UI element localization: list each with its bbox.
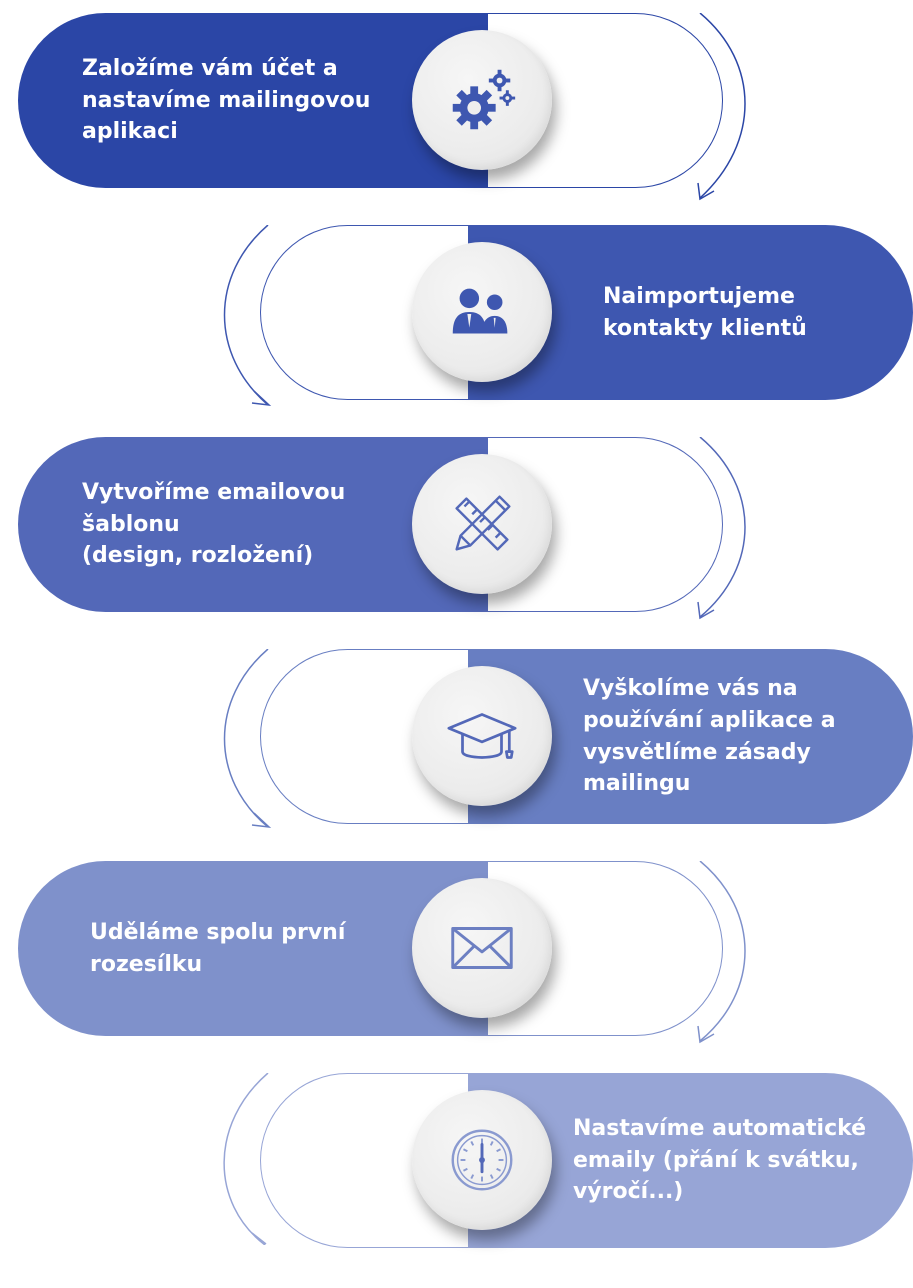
step-5-text: Uděláme spolu první rozesílku [90,919,346,977]
step-3-icon-circle [412,454,552,594]
step-3-text: Vytvoříme emailovou šablonu (design, roz… [82,479,346,569]
step-4-text: Vyškolíme vás na používání aplikace a vy… [583,675,836,797]
step-3-arrow [697,437,746,620]
envelope-icon [451,927,513,969]
step-5-pill [18,861,488,1036]
pencil-ruler-icon [455,495,511,551]
step-2-icon-circle [412,242,552,382]
step-6-icon-circle [412,1090,552,1230]
people-icon [452,288,508,334]
step-5-arrow [697,861,746,1044]
step-3: Vytvoříme emailovou šablonu (design, roz… [0,437,913,652]
graduation-cap-icon [447,713,517,759]
step-4-icon-circle [412,666,552,806]
step-1-text: Založíme vám účet a nastavíme mailingovo… [82,55,371,145]
step-1-arrow [697,13,746,201]
step-4: Vyškolíme vás na používání aplikace a vy… [0,649,913,864]
step-4-outline [260,649,490,824]
step-6-text: Nastavíme automatické emaily (přání k sv… [573,1115,867,1205]
step-6-arrow [223,1073,269,1245]
step-5-outline [483,861,723,1036]
step-4-label: Vyškolíme vás na používání aplikace a vy… [583,649,893,824]
step-6: Nastavíme automatické emaily (přání k sv… [0,1073,913,1288]
step-1-pill [18,13,488,188]
step-3-outline [483,437,723,612]
step-3-pill [18,437,488,612]
step-2-text: Naimportujeme kontakty klientů [603,283,807,341]
step-5: Uděláme spolu první rozesílku [0,861,913,1076]
gears-icon [452,69,516,130]
step-2-outline [260,225,490,400]
step-2-arrow [223,225,272,407]
step-2-label: Naimportujeme kontakty klientů [603,225,893,400]
step-2: Naimportujeme kontakty klientů [0,225,913,440]
step-1: Založíme vám účet a nastavíme mailingovo… [0,13,913,228]
step-3-label: Vytvoříme emailovou šablonu (design, roz… [82,437,412,612]
step-1-outline [483,13,723,188]
step-1-label: Založíme vám účet a nastavíme mailingovo… [82,13,412,188]
step-6-label: Nastavíme automatické emaily (přání k sv… [573,1073,893,1248]
step-1-icon-circle [412,30,552,170]
clock-icon [451,1129,513,1191]
step-5-icon-circle [412,878,552,1018]
step-5-label: Uděláme spolu první rozesílku [90,861,410,1036]
step-4-arrow [223,649,272,829]
